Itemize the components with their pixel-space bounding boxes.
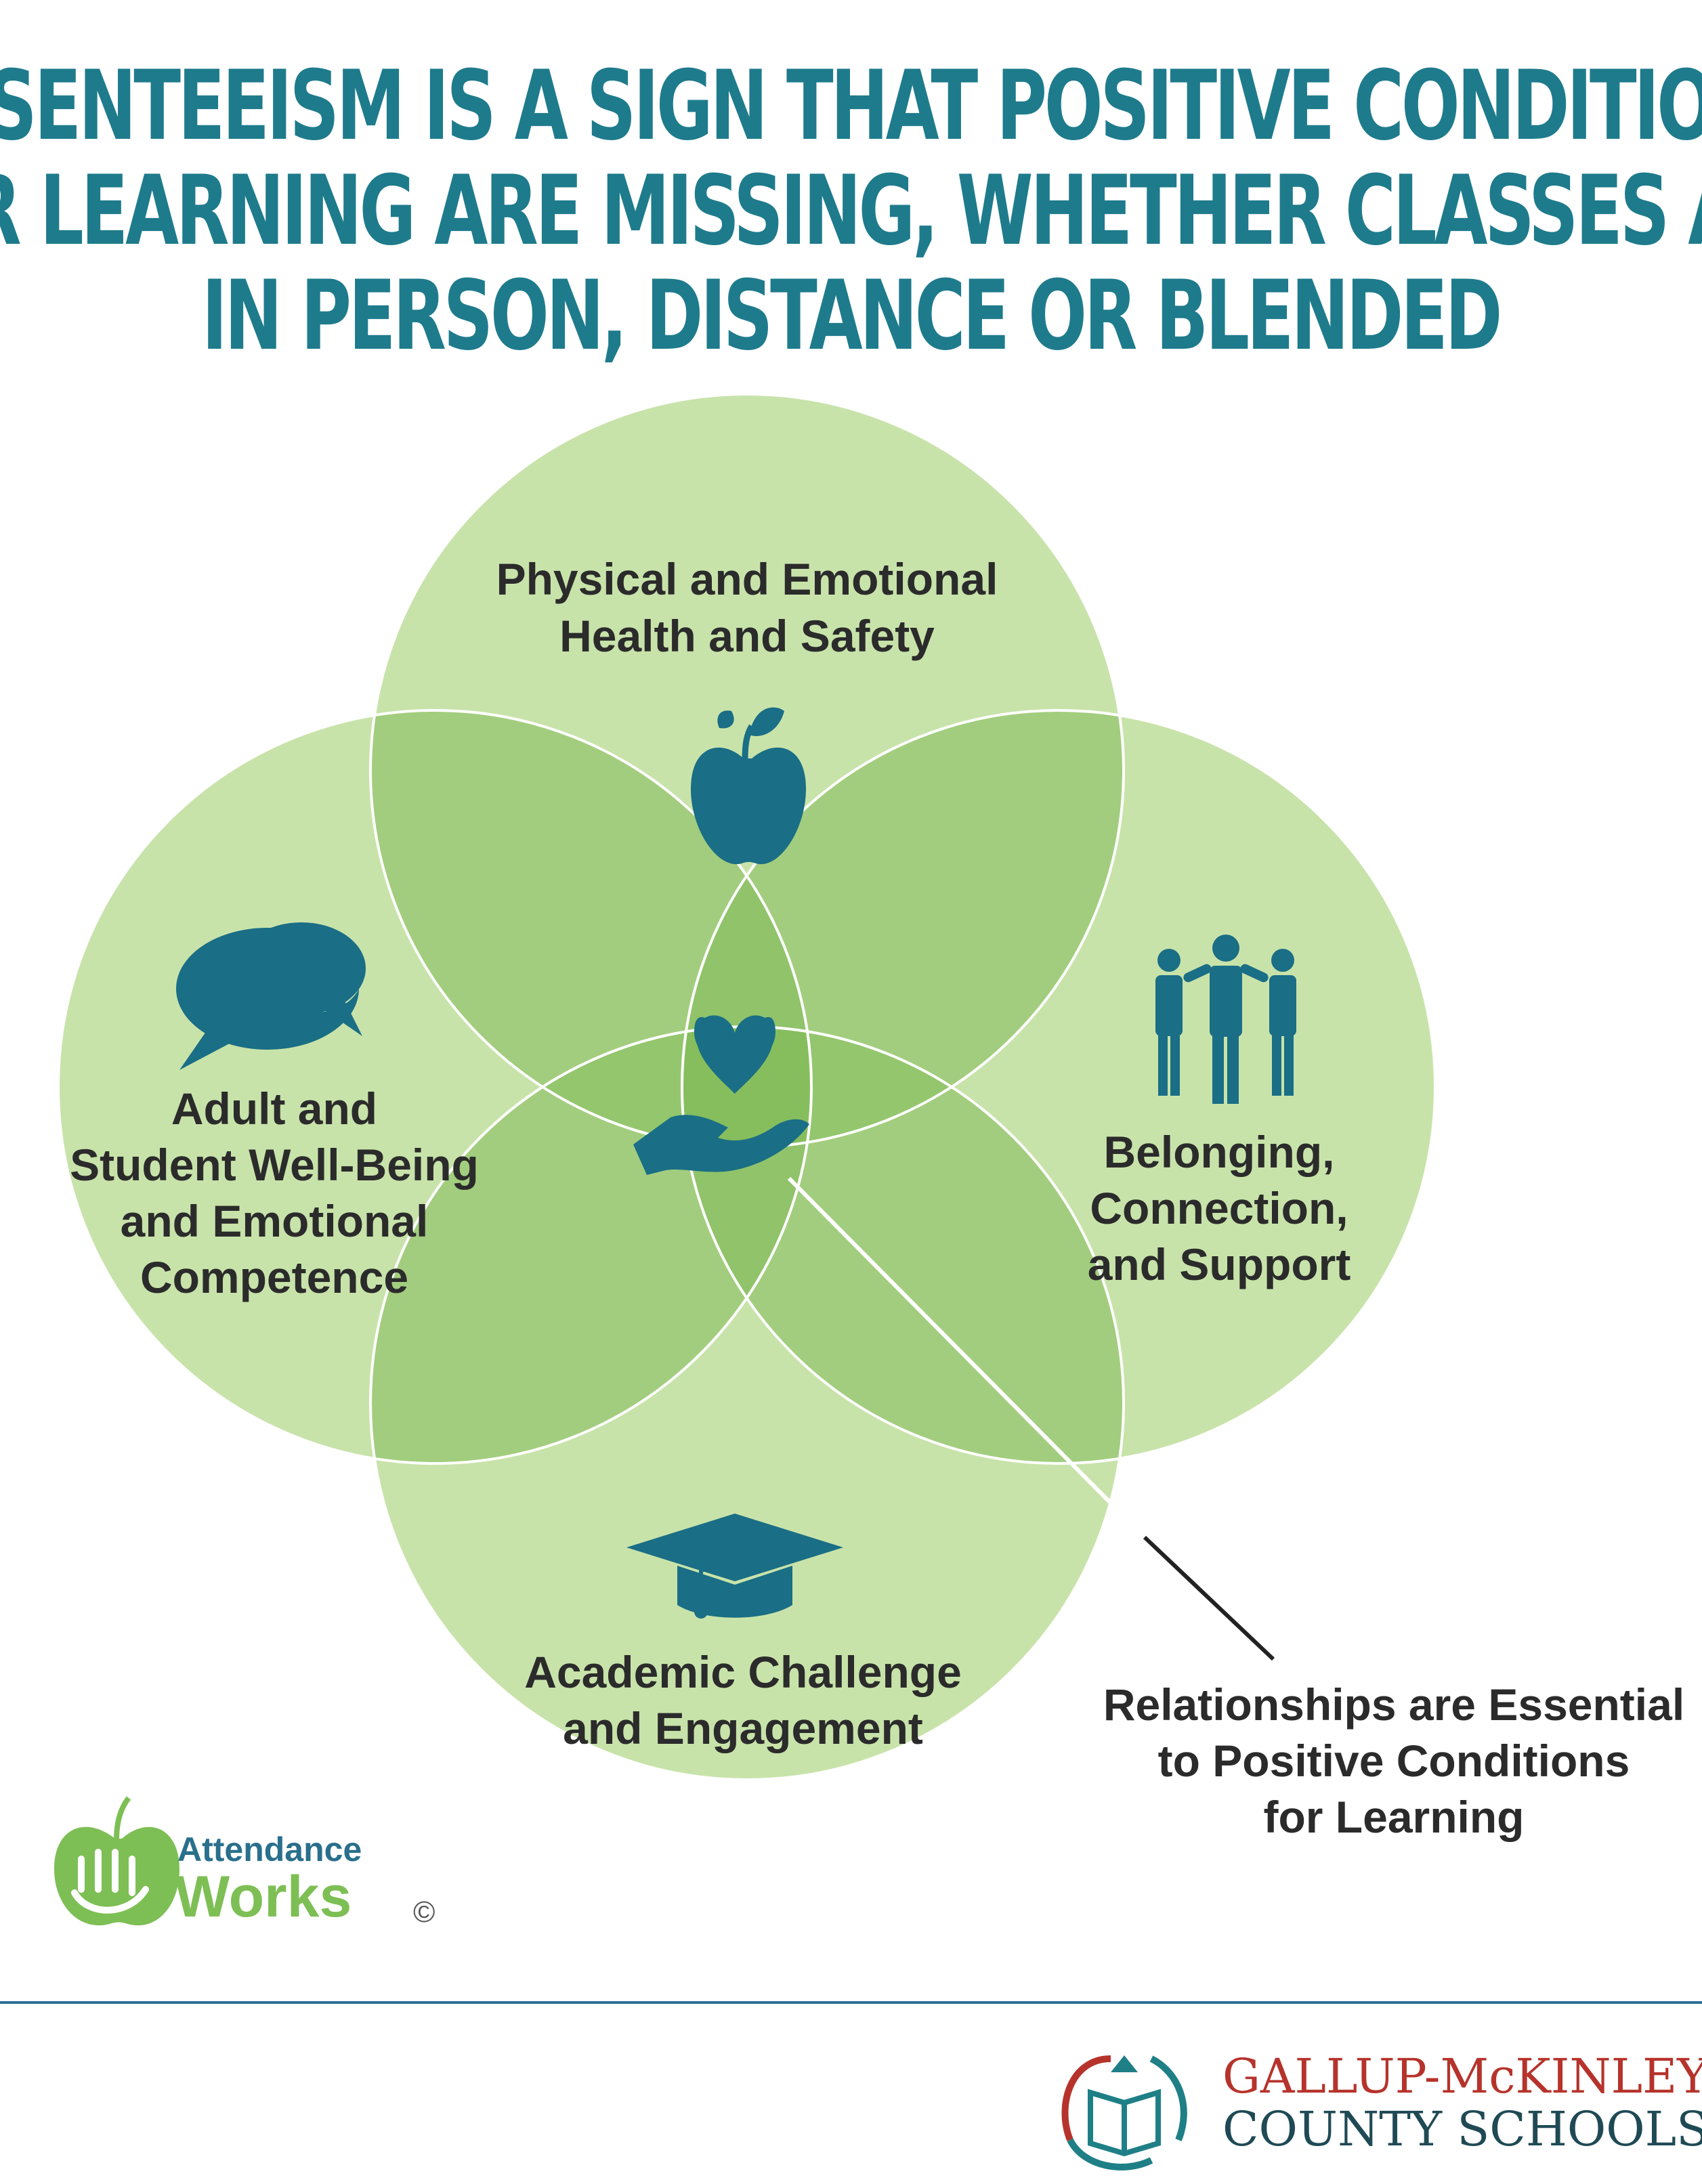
apple-hand-logo-icon xyxy=(54,1796,179,1926)
footer-rule xyxy=(0,2001,1702,2004)
heart-in-hand-icon xyxy=(633,1015,809,1175)
logo-works-text: Works xyxy=(175,1864,352,1929)
headline-line-3: IN PERSON, DISTANCE OR BLENDED xyxy=(202,260,1499,372)
label-left-line-1: Adult and xyxy=(171,1084,377,1134)
logo-attendance-text: Attendance xyxy=(177,1830,362,1868)
label-left-line-4: Competence xyxy=(140,1252,408,1302)
logo-copyright: © xyxy=(413,1896,435,1929)
label-right-line-3: and Support xyxy=(1088,1239,1351,1289)
attendance-works-logo: Attendance Works © xyxy=(54,1796,435,1929)
label-top-line-2: Health and Safety xyxy=(559,611,935,661)
label-bottom-line-1: Academic Challenge xyxy=(524,1647,962,1697)
headline-line-2: FOR LEARNING ARE MISSING, WHETHER CLASSE… xyxy=(0,155,1702,267)
gallup-mckinley-logo: GALLUP-McKINLEY COUNTY SCHOOLS xyxy=(1061,2049,1702,2170)
label-bottom-line-2: and Engagement xyxy=(563,1703,923,1753)
people-group-icon xyxy=(1155,935,1296,1104)
apple-icon xyxy=(691,707,806,865)
gallup-line-1: GALLUP-McKINLEY xyxy=(1222,2049,1702,2104)
callout-line-3: for Learning xyxy=(1263,1792,1524,1842)
callout-line-1: Relationships are Essential xyxy=(1103,1679,1684,1730)
callout-leader-dark xyxy=(1143,1535,1275,1661)
label-top-line-1: Physical and Emotional xyxy=(496,554,998,604)
headline: ABSENTEEISM IS A SIGN THAT POSITIVE COND… xyxy=(0,50,1702,372)
callout-leader-white xyxy=(787,1176,1147,1539)
label-left-line-2: Student Well-Being xyxy=(70,1140,479,1190)
speech-bubbles-icon xyxy=(176,922,366,1070)
book-emblem-icon xyxy=(1061,2055,1187,2170)
gallup-line-2: COUNTY SCHOOLS xyxy=(1222,2101,1702,2157)
label-right-line-1: Belonging, xyxy=(1104,1127,1335,1177)
label-left-line-3: and Emotional xyxy=(121,1196,429,1246)
headline-line-1: ABSENTEEISM IS A SIGN THAT POSITIVE COND… xyxy=(0,50,1702,162)
graduation-cap-icon xyxy=(626,1514,843,1619)
callout-line-2: to Positive Conditions xyxy=(1158,1736,1630,1786)
label-right-line-2: Connection, xyxy=(1090,1183,1348,1233)
